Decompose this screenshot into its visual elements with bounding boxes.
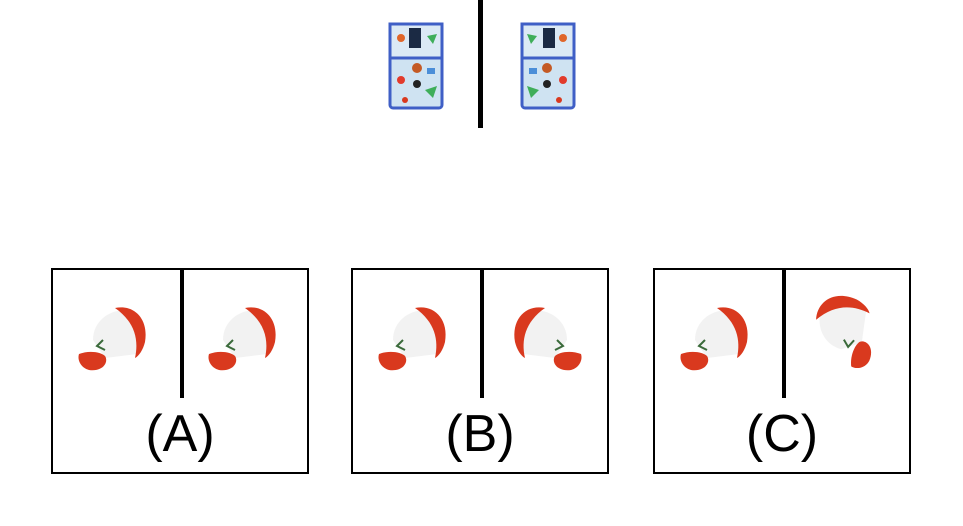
option-a-box[interactable]: (A) (51, 268, 309, 474)
lunch-bag-image-right (520, 22, 576, 110)
option-a-label: (A) (145, 405, 215, 463)
option-b-box[interactable]: (B) (351, 268, 609, 474)
reference-divider (478, 0, 483, 128)
option-c-box[interactable]: (C) (653, 268, 911, 474)
option-a-divider (180, 270, 184, 398)
option-b-divider (480, 270, 484, 398)
cap-image-left (78, 307, 146, 371)
cap-image-left (378, 307, 446, 371)
cap-image-left (680, 307, 748, 371)
cap-image-right (816, 295, 872, 368)
lunch-bag-image-left (388, 22, 444, 110)
option-c-label: (C) (745, 405, 819, 463)
cap-image-right (514, 307, 582, 371)
option-b-label: (B) (445, 405, 515, 463)
cap-image-right (208, 307, 276, 371)
option-c-divider (782, 270, 786, 398)
